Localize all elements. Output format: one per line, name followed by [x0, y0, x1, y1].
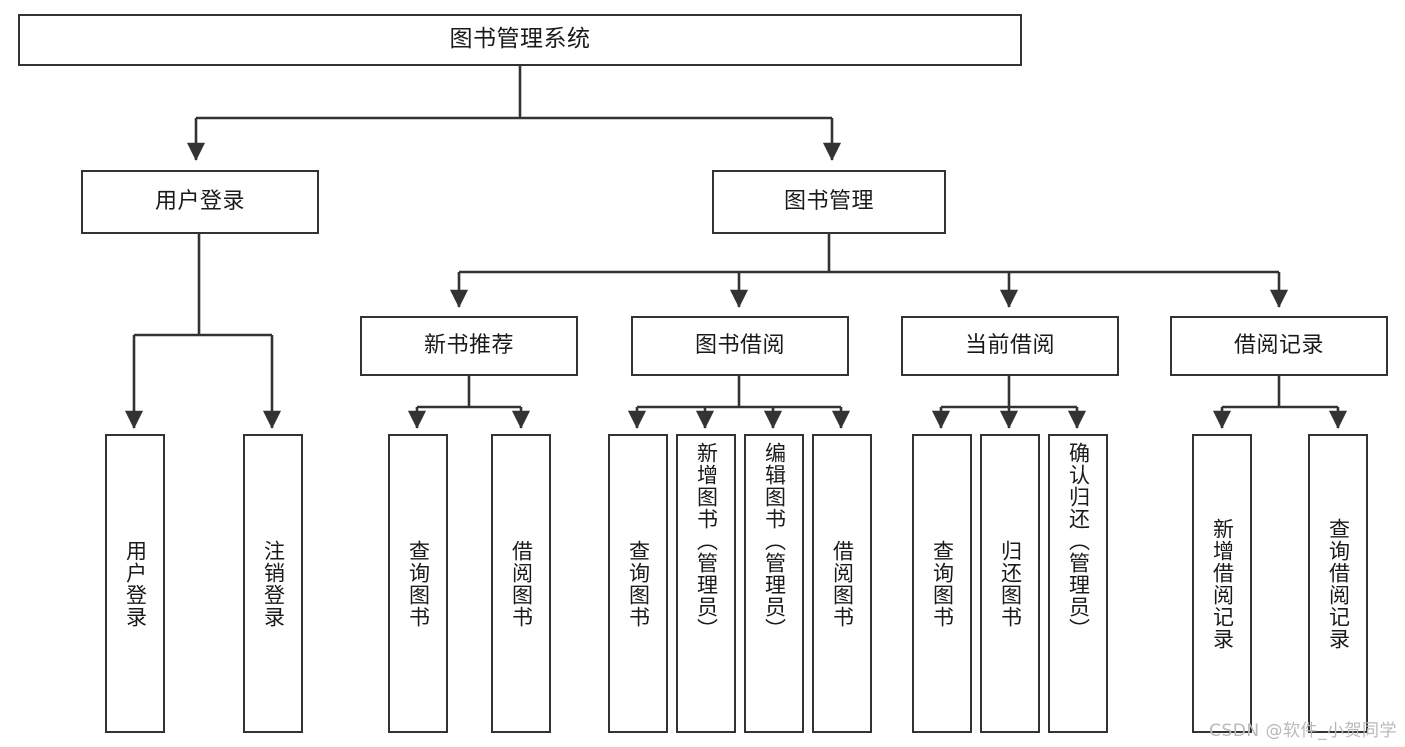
node-label: 查询图书	[406, 539, 431, 628]
leaf-logout-login[interactable]: 注销登录	[243, 434, 303, 733]
leaf-return-book[interactable]: 归还图书	[980, 434, 1040, 733]
node-label: 新书推荐	[423, 332, 514, 358]
node-label: 归还图书	[998, 539, 1023, 628]
node-book-borrow[interactable]: 图书借阅	[631, 316, 849, 376]
leaf-user-login[interactable]: 用户登录	[105, 434, 165, 733]
leaf-borrow-book-recommend[interactable]: 借阅图书	[491, 434, 551, 733]
node-label: 查询借阅记录	[1326, 517, 1351, 650]
node-label: 编辑图书（管理员）	[762, 442, 787, 640]
node-label: 借阅图书	[830, 539, 855, 628]
leaf-edit-book[interactable]: 编辑图书（管理员）	[744, 434, 804, 733]
node-label: 确认归还（管理员）	[1066, 442, 1091, 640]
node-book-manage[interactable]: 图书管理	[712, 170, 946, 234]
node-label: 图书管理	[783, 188, 874, 214]
node-borrow-record[interactable]: 借阅记录	[1170, 316, 1388, 376]
leaf-confirm-return[interactable]: 确认归还（管理员）	[1048, 434, 1108, 733]
node-label: 图书管理系统	[449, 26, 591, 53]
node-label: 当前借阅	[964, 332, 1055, 358]
node-label: 借阅记录	[1233, 332, 1324, 358]
leaf-query-book-recommend[interactable]: 查询图书	[388, 434, 448, 733]
leaf-add-borrow-record[interactable]: 新增借阅记录	[1192, 434, 1252, 733]
node-label: 图书借阅	[694, 332, 785, 358]
leaf-query-book-current[interactable]: 查询图书	[912, 434, 972, 733]
node-label: 借阅图书	[509, 539, 534, 628]
node-label: 查询图书	[930, 539, 955, 628]
node-label: 查询图书	[626, 539, 651, 628]
node-label: 用户登录	[123, 539, 148, 628]
leaf-query-borrow-record[interactable]: 查询借阅记录	[1308, 434, 1368, 733]
node-label: 用户登录	[154, 188, 245, 214]
node-current-borrow[interactable]: 当前借阅	[901, 316, 1119, 376]
node-user-login[interactable]: 用户登录	[81, 170, 319, 234]
leaf-add-book[interactable]: 新增图书（管理员）	[676, 434, 736, 733]
node-root-system[interactable]: 图书管理系统	[18, 14, 1022, 66]
node-label: 新增借阅记录	[1210, 517, 1235, 650]
leaf-query-book-borrow[interactable]: 查询图书	[608, 434, 668, 733]
node-label: 新增图书（管理员）	[694, 442, 719, 640]
leaf-borrow-book-borrow[interactable]: 借阅图书	[812, 434, 872, 733]
node-label: 注销登录	[261, 539, 286, 628]
node-new-book-recommend[interactable]: 新书推荐	[360, 316, 578, 376]
watermark-text: CSDN @软件_小贺同学	[1209, 721, 1397, 741]
